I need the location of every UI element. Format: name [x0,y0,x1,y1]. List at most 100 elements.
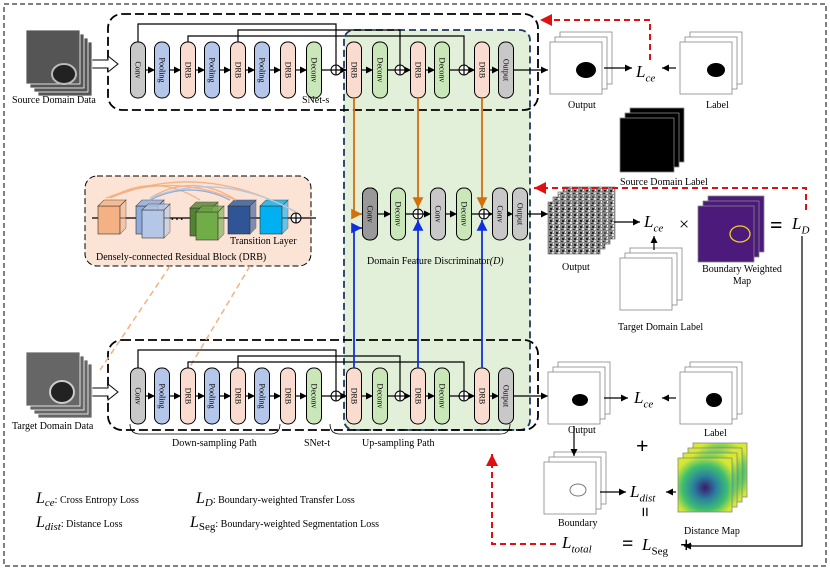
ld-feedback-arrow [534,182,807,210]
boundary-weighted-map-label: Boundary Weighted Map [702,264,782,287]
distance-map-sheet [677,457,733,513]
drb-box-label: Densely-connected Residual Block (DRB) [96,252,267,263]
plus-symbol-2: + [680,532,693,557]
skip-connection [187,361,465,391]
pooling-block-label: Pooling [208,58,217,83]
dense-connection [149,189,231,201]
pooling-block-label: Pooling [158,384,167,409]
deconv-block [306,41,322,99]
drb-block-label: DRB [414,388,423,404]
snet-s-label: SNet-s [302,95,330,106]
loss-ce-1: Lce [636,62,656,85]
disc-conv-dark [362,187,378,241]
distance-map-label: Distance Map [684,526,740,537]
deconv-block [306,367,322,425]
noisy-output-sheet [547,201,601,255]
mask-blob [572,394,588,406]
source-data-label: Source Domain Data [12,95,96,106]
up-path-label: Up-sampling Path [362,438,435,449]
drb-cube-side [163,203,171,239]
loss-dist: Ldist [630,482,656,505]
pooling-block [204,41,220,99]
disc-label: Domain Feature Discriminator(D) [367,256,504,267]
skip-connection [137,23,337,65]
drb-block-label: DRB [284,388,293,404]
boundary-map-sheet [697,205,755,263]
boundary-ring [729,225,751,243]
loss-total: Ltotal [562,533,592,556]
ltotal-feedback-arrow [486,454,556,545]
pooling-block-label: Pooling [158,58,167,83]
up-path-brace [329,423,511,435]
conv-block-label: Conv [134,387,143,404]
output-label-2: Output [562,262,590,273]
drb-cube [141,209,165,239]
drb-block-label: DRB [234,62,243,78]
deconv-block-label: Deconv [310,384,319,409]
deconv-block-label: Deconv [438,384,447,409]
drb-block-label: DRB [184,388,193,404]
boundary-contour [569,483,587,497]
deconv-block [390,187,406,241]
drb-cube-side [249,199,257,235]
outer-border [3,3,827,567]
target-ct-organ [49,380,75,404]
drb-block-label: DRB [284,62,293,78]
drb-block-label: DRB [234,388,243,404]
target-data-label: Target Domain Data [12,421,94,432]
deconv-block-label: Deconv [376,384,385,409]
legend-ldist: Ldist: Distance Loss [36,514,123,533]
output-block-label: Output [516,203,525,226]
deconv-block-label: Deconv [376,58,385,83]
deconv-block-label: Deconv [460,202,469,227]
drb-cube-side [217,205,225,241]
loss-seg: LSeg [642,535,668,558]
conv-block-label: Conv [434,205,443,222]
mask-blob [576,62,596,78]
drb-block-label: DRB [478,388,487,404]
deconv-block-label: Deconv [310,58,319,83]
source-feature-arrow [351,98,362,220]
pooling-block [154,41,170,99]
disc-symbol: (D) [489,256,504,267]
skip-connection [137,349,337,391]
mask-blob [707,63,725,77]
label-sheet-3 [679,371,733,425]
source-label-sheet [619,117,675,173]
conv-block-label: Conv [496,205,505,222]
drb-cube [195,211,219,241]
drb-block-label: DRB [350,62,359,78]
equals-symbol: = [770,212,783,237]
conv-block [430,187,446,241]
conv-block-label: Conv [366,205,375,222]
transition-label: Transition Layer [230,236,297,247]
loss-d: LD [792,214,810,237]
lce-feedback-arrow [540,14,651,60]
equals-vertical: = [635,506,656,518]
dense-connection [109,184,201,201]
pooling-block [254,367,270,425]
drb-block-label: DRB [478,62,487,78]
drb-block [280,367,296,425]
loss-ce-2: Lce [644,212,664,235]
deconv-block-label: Deconv [438,58,447,83]
drb-block-label: DRB [350,388,359,404]
snet-s-box [107,13,539,111]
snet-t-label: SNet-t [304,438,331,449]
deconv-block-label: Deconv [394,202,403,227]
conv-block [492,187,508,241]
output-block [498,41,514,99]
pooling-block [154,367,170,425]
pooling-block [254,41,270,99]
skip-connection [237,355,401,391]
legend-lce: Lce: Cross Entropy Loss [36,490,139,509]
drb-block-label: DRB [414,62,423,78]
output-block-label: Output [502,59,511,82]
drb-block-label: DRB [184,62,193,78]
mask-blob [706,393,722,407]
pooling-block-label: Pooling [258,58,267,83]
output-label-1: Output [568,100,596,111]
target-domain-label: Target Domain Label [618,322,704,333]
